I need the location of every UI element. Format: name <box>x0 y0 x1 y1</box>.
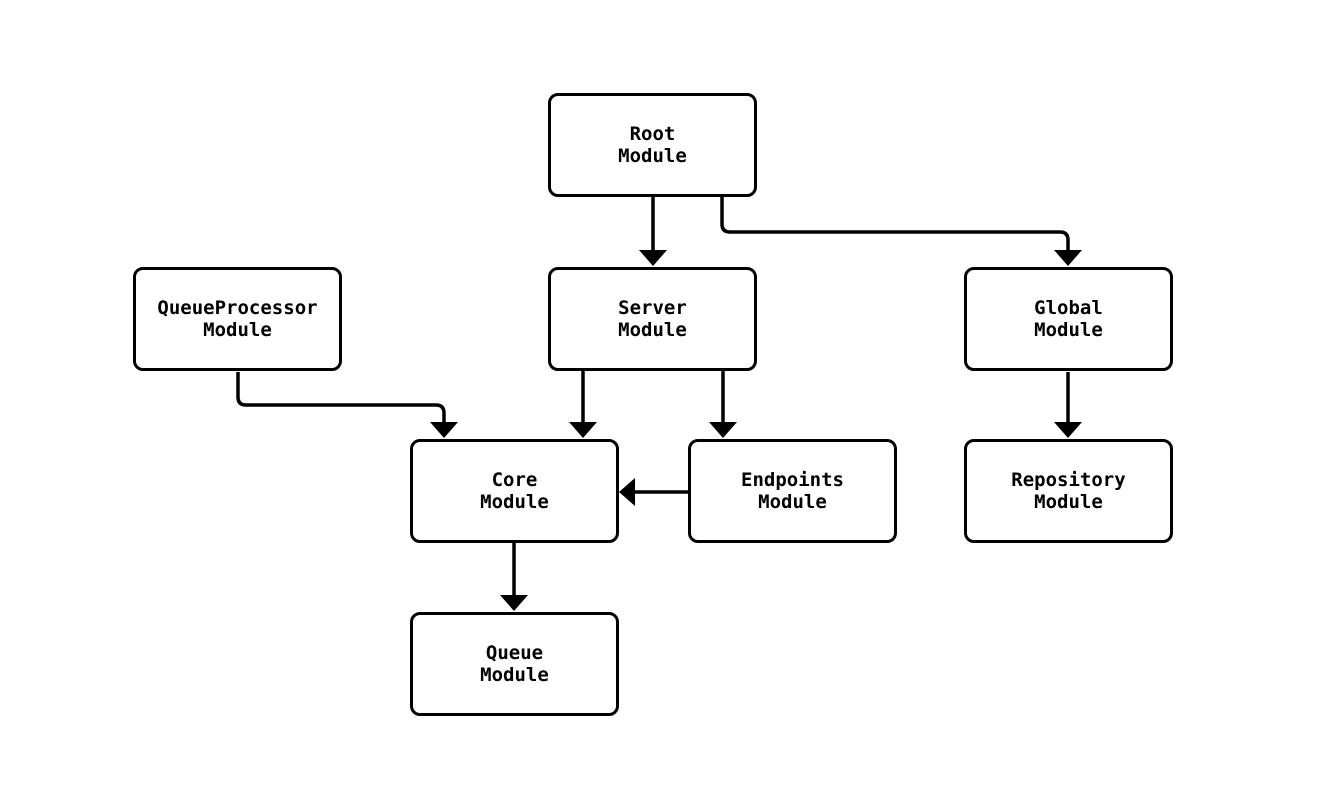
node-global-module: Global Module <box>964 267 1173 371</box>
node-endpoints-module-label: Endpoints Module <box>741 469 844 513</box>
node-repository-module: Repository Module <box>964 439 1173 543</box>
edge-root-to-global <box>720 197 1082 266</box>
node-server-module: Server Module <box>548 267 757 371</box>
node-root-module-label: Root Module <box>618 123 687 167</box>
edge-queueprocessor-to-core <box>236 372 458 438</box>
node-server-module-label: Server Module <box>618 297 687 341</box>
edge-core-to-queue <box>500 543 528 611</box>
edge-server-to-core <box>569 371 597 438</box>
node-endpoints-module: Endpoints Module <box>688 439 897 543</box>
node-core-module: Core Module <box>410 439 619 543</box>
node-root-module: Root Module <box>548 93 757 197</box>
node-core-module-label: Core Module <box>480 469 549 513</box>
node-global-module-label: Global Module <box>1034 297 1103 341</box>
node-queue-module: Queue Module <box>410 612 619 716</box>
node-queueprocessor-module: QueueProcessor Module <box>133 267 342 371</box>
edge-endpoints-to-core <box>619 478 688 506</box>
node-repository-module-label: Repository Module <box>1011 469 1126 513</box>
node-queue-module-label: Queue Module <box>480 642 549 686</box>
edge-server-to-endpoints <box>709 371 737 438</box>
node-queueprocessor-module-label: QueueProcessor Module <box>157 297 318 341</box>
edge-root-to-server <box>639 197 667 266</box>
edge-global-to-repository <box>1054 372 1082 438</box>
